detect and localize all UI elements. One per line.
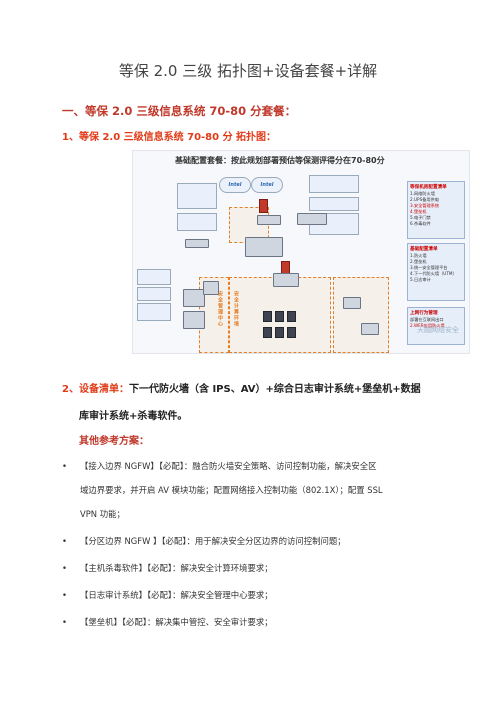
list-item: • 【堡垒机】【必配】：解决集中管控、安全审计要求； <box>50 616 480 628</box>
diagram-title: 基础配置套餐：按此规划部署预估等保测评得分在70-80分 <box>175 156 385 165</box>
internet-cloud-left: Intel <box>219 177 251 193</box>
panel-behavior-mgmt: 上网行为管理 部署在互联网出口 2.WEB应用防火墙 <box>407 307 465 345</box>
list-item: • 【分区边界 NGFW 】【必配】：用于解决安全分区边界的访问控制问题； <box>50 535 480 547</box>
pc-icon <box>343 297 361 309</box>
core-switch-icon <box>245 237 283 257</box>
note-box <box>177 183 217 209</box>
device-list-label: 2、设备清单： <box>62 384 129 395</box>
list-item-text: 域边界要求，并开启 AV 模块功能；配置网络接入控制功能（802.1X）；配置 … <box>80 485 383 495</box>
bullet-dot: • <box>62 590 67 600</box>
watermark: 天融网络安全 <box>417 326 459 334</box>
list-item-text: 【接入边界 NGFW】【必配】：融合防火墙安全策略、访问控制功能，解决安全区 <box>80 461 377 471</box>
panel-title: 上网行为管理 <box>410 311 438 316</box>
panel-line: 2.UPS备用供电 <box>410 197 439 202</box>
pc-icon <box>361 323 379 335</box>
subsection-heading-topology: 1、等保 2.0 三级信息系统 70-80 分 拓扑图： <box>62 132 277 143</box>
list-item: • 【主机杀毒软件】【必配】：解决安全计算环境要求； <box>50 562 480 574</box>
router-icon <box>257 215 281 225</box>
panel-line: 1.网络防火墙 <box>410 191 435 196</box>
topology-diagram: 基础配置套餐：按此规划部署预估等保测评得分在70-80分 Intel Intel… <box>132 150 470 354</box>
panel-room-checklist: 等保机房配置清单 1.网络防火墙 2.UPS备用供电 3.安全管理系统 4.堡垒… <box>407 181 465 239</box>
list-item-text: 【日志审计系统】【必配】：解决安全管理中心要求； <box>80 590 273 600</box>
server-icon <box>183 289 205 307</box>
bullet-dot: • <box>62 536 67 546</box>
list-item-text: 【堡垒机】【必配】：解决集中管控、安全审计要求； <box>80 617 273 627</box>
panel-line: 4.下一代防火墙（UTM） <box>410 271 457 276</box>
panel-line: 3.统一安全管理平台 <box>410 265 448 270</box>
device-list-text: 下一代防火墙（含 IPS、AV）+综合日志审计系统+堡垒机+数据 <box>128 384 421 395</box>
office-zone <box>333 277 389 353</box>
panel-line: 2.堡垒机 <box>410 259 427 264</box>
bullet-dot: • <box>62 461 67 471</box>
panel-basic-config: 基础配置清单 1.防火墙 2.堡垒机 3.统一安全管理平台 4.下一代防火墙（U… <box>407 243 465 301</box>
panel-line: 6.杀毒软件 <box>410 221 431 226</box>
panel-title: 等保机房配置清单 <box>410 185 447 190</box>
server-icon <box>287 327 296 338</box>
server-icon <box>263 327 272 338</box>
internet-cloud-right: Intel <box>251 177 283 193</box>
server-icon <box>275 311 284 322</box>
note-box <box>137 303 171 321</box>
bullet-list: • 【接入边界 NGFW】【必配】：融合防火墙安全策略、访问控制功能，解决安全区… <box>50 460 480 643</box>
panel-line: 4.堡垒机 <box>410 209 427 214</box>
server-icon <box>287 311 296 322</box>
panel-title: 基础配置清单 <box>410 247 438 252</box>
server-icon <box>183 311 205 329</box>
server-rack-icon <box>297 213 327 225</box>
server-icon <box>263 311 272 322</box>
appliance-icon <box>273 273 299 287</box>
panel-line: 1.防火墙 <box>410 253 427 258</box>
zone-label-management: 安全管理中心 <box>217 291 223 327</box>
server-icon <box>275 327 284 338</box>
audit-server-icon <box>203 281 219 295</box>
note-box <box>309 175 359 193</box>
list-item-text: 【主机杀毒软件】【必配】：解决安全计算环境要求； <box>80 563 273 573</box>
list-item-text: VPN 功能； <box>80 509 125 519</box>
subsection-heading-devices: 2、设备清单：下一代防火墙（含 IPS、AV）+综合日志审计系统+堡垒机+数据 <box>62 380 421 395</box>
panel-line: 5.日志审计 <box>410 277 431 282</box>
switch-icon <box>185 239 209 248</box>
section-heading-1: 一、等保 2.0 三级信息系统 70-80 分套餐： <box>62 104 297 118</box>
firewall-icon <box>259 199 268 213</box>
other-plans-heading: 其他参考方案： <box>79 436 149 447</box>
note-box <box>177 213 217 231</box>
panel-line: 3.安全管理系统 <box>410 203 440 208</box>
note-box <box>137 287 171 301</box>
bullet-dot: • <box>62 563 67 573</box>
list-item: • 【日志审计系统】【必配】：解决安全管理中心要求； <box>50 589 480 601</box>
list-item-text: 【分区边界 NGFW 】【必配】：用于解决安全分区边界的访问控制问题； <box>80 536 346 546</box>
bullet-dot: • <box>62 617 67 627</box>
panel-line: 5.电子门禁 <box>410 215 431 220</box>
document-title: 等保 2.0 三级 拓扑图+设备套餐+详解 <box>118 62 378 80</box>
panel-line: 部署在互联网出口 <box>410 317 444 322</box>
note-box <box>309 197 359 211</box>
panel-line: 2.WEB应用防火墙 <box>410 323 445 328</box>
note-box <box>137 269 171 285</box>
list-item: • 【接入边界 NGFW】【必配】：融合防火墙安全策略、访问控制功能，解决安全区… <box>50 460 480 520</box>
device-list-continuation: 库审计系统+杀毒软件。 <box>79 411 188 422</box>
zone-label-compute: 安全计算环境 <box>233 291 239 327</box>
